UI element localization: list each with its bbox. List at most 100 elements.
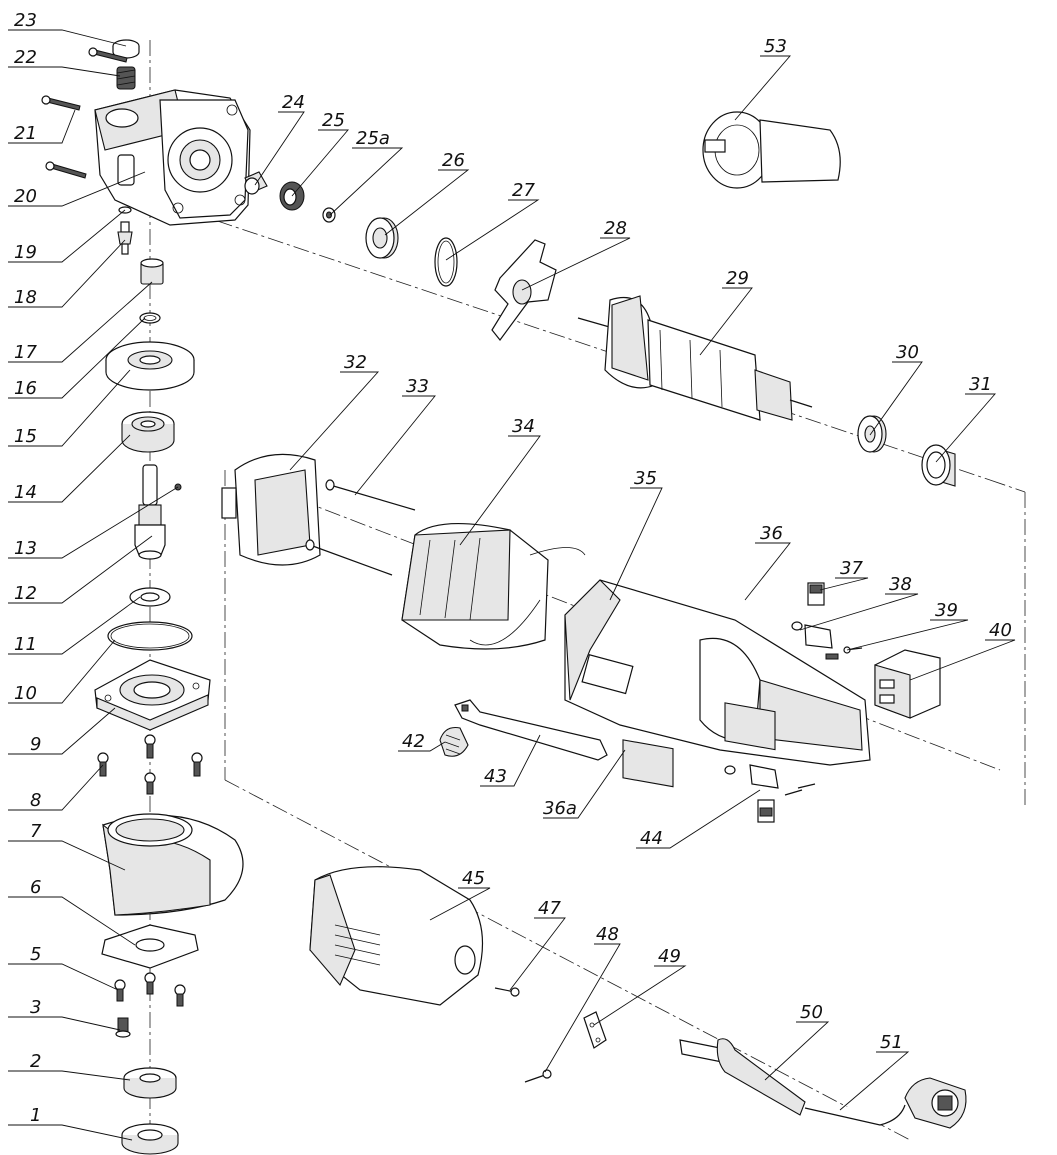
part-25a-nut (322, 207, 336, 223)
label-43: 43 (484, 766, 507, 787)
part-22-spring (116, 66, 136, 90)
label-48: 48 (596, 924, 619, 945)
part-37-carbon-brush (807, 582, 825, 606)
part-number-labels: 23 22 21 20 19 18 17 16 15 14 13 12 11 1… (14, 10, 1012, 1126)
label-51: 51 (880, 1032, 903, 1053)
part-38-brush-holder (791, 621, 839, 660)
label-29: 29 (726, 268, 749, 289)
label-36: 36 (760, 523, 783, 544)
label-34: 34 (512, 416, 535, 437)
label-37: 37 (840, 558, 863, 579)
part-48-screw (524, 1069, 552, 1083)
part-44-brush-holder (724, 764, 816, 823)
label-25a: 25a (356, 128, 390, 149)
label-18: 18 (14, 287, 37, 308)
part-16-circlip (139, 312, 161, 324)
label-1: 1 (30, 1105, 41, 1126)
part-15-bearing-cover (105, 341, 195, 391)
label-45: 45 (462, 868, 485, 889)
part-6-clamp-plate (101, 924, 199, 969)
label-23: 23 (14, 10, 37, 31)
part-14-bearing (121, 411, 175, 453)
label-3: 3 (30, 997, 41, 1018)
part-29-armature (577, 295, 813, 421)
leader-lines (8, 29, 1016, 1141)
label-53: 53 (764, 36, 787, 57)
label-39: 39 (935, 600, 958, 621)
label-44: 44 (640, 828, 663, 849)
part-10-o-ring (107, 621, 193, 651)
part-21-screws (41, 47, 128, 179)
part-47-screw (494, 987, 520, 997)
label-47: 47 (538, 898, 561, 919)
label-17: 17 (14, 342, 37, 363)
part-8-screws (97, 734, 203, 795)
label-50: 50 (800, 1002, 823, 1023)
part-30-bearing (857, 415, 887, 453)
label-9: 9 (30, 734, 41, 755)
part-42-switch-button (439, 726, 469, 757)
label-35: 35 (634, 468, 657, 489)
label-40: 40 (989, 620, 1012, 641)
label-36a: 36a (543, 798, 577, 819)
label-31: 31 (969, 374, 992, 395)
part-35-motor-housing (564, 579, 871, 766)
part-40-switch (874, 649, 941, 719)
label-10: 10 (14, 683, 37, 704)
label-27: 27 (512, 180, 535, 201)
part-31-bearing-sleeve (921, 444, 956, 487)
label-15: 15 (14, 426, 37, 447)
part-1-flange-nut (121, 1123, 179, 1155)
part-26-bearing (365, 217, 399, 259)
label-26: 26 (442, 150, 465, 171)
label-11: 11 (14, 634, 37, 655)
part-33-long-screws (305, 479, 416, 576)
part-51-power-cord (804, 1077, 967, 1129)
part-9-bearing-flange (94, 659, 211, 731)
part-11-washer (129, 587, 171, 607)
part-5-screws (114, 972, 186, 1007)
label-33: 33 (406, 376, 429, 397)
label-42: 42 (402, 731, 425, 752)
label-25: 25 (322, 110, 345, 131)
part-45-rear-housing (309, 866, 484, 1006)
label-49: 49 (658, 946, 681, 967)
part-36a-label-plate (622, 739, 674, 788)
part-36-label-plate (724, 702, 776, 751)
assembly-axes (139, 40, 1026, 1150)
part-49-cable-clamp (583, 1011, 607, 1049)
label-2: 2 (30, 1051, 41, 1072)
label-20: 20 (14, 186, 37, 207)
label-28: 28 (604, 218, 627, 239)
label-6: 6 (30, 877, 41, 898)
part-2-inner-flange (123, 1067, 177, 1099)
part-39-screws (843, 646, 863, 654)
label-32: 32 (344, 352, 367, 373)
label-8: 8 (30, 790, 41, 811)
part-28-baffle (491, 239, 557, 341)
label-19: 19 (14, 242, 37, 263)
label-22: 22 (14, 47, 37, 68)
part-12-spindle (134, 464, 166, 560)
part-17-bushing (140, 258, 164, 285)
part-27-ring (434, 237, 458, 287)
part-20-gear-housing (94, 89, 251, 226)
label-38: 38 (889, 574, 912, 595)
label-7: 7 (30, 821, 42, 842)
part-53-side-handle (702, 111, 841, 189)
label-24: 24 (282, 92, 305, 113)
label-16: 16 (14, 378, 37, 399)
part-34-stator (401, 522, 586, 650)
part-50-cable-sleeve (679, 1038, 806, 1116)
label-5: 5 (30, 944, 41, 965)
label-13: 13 (14, 538, 37, 559)
part-18-lock-pin (117, 221, 133, 255)
part-43-switch-lever (454, 699, 608, 761)
label-21: 21 (14, 123, 37, 144)
part-7-wheel-guard (102, 813, 244, 916)
part-32-end-cover (221, 453, 321, 566)
part-3-screw (115, 1017, 131, 1038)
part-24-bushing (244, 171, 268, 195)
label-30: 30 (896, 342, 919, 363)
